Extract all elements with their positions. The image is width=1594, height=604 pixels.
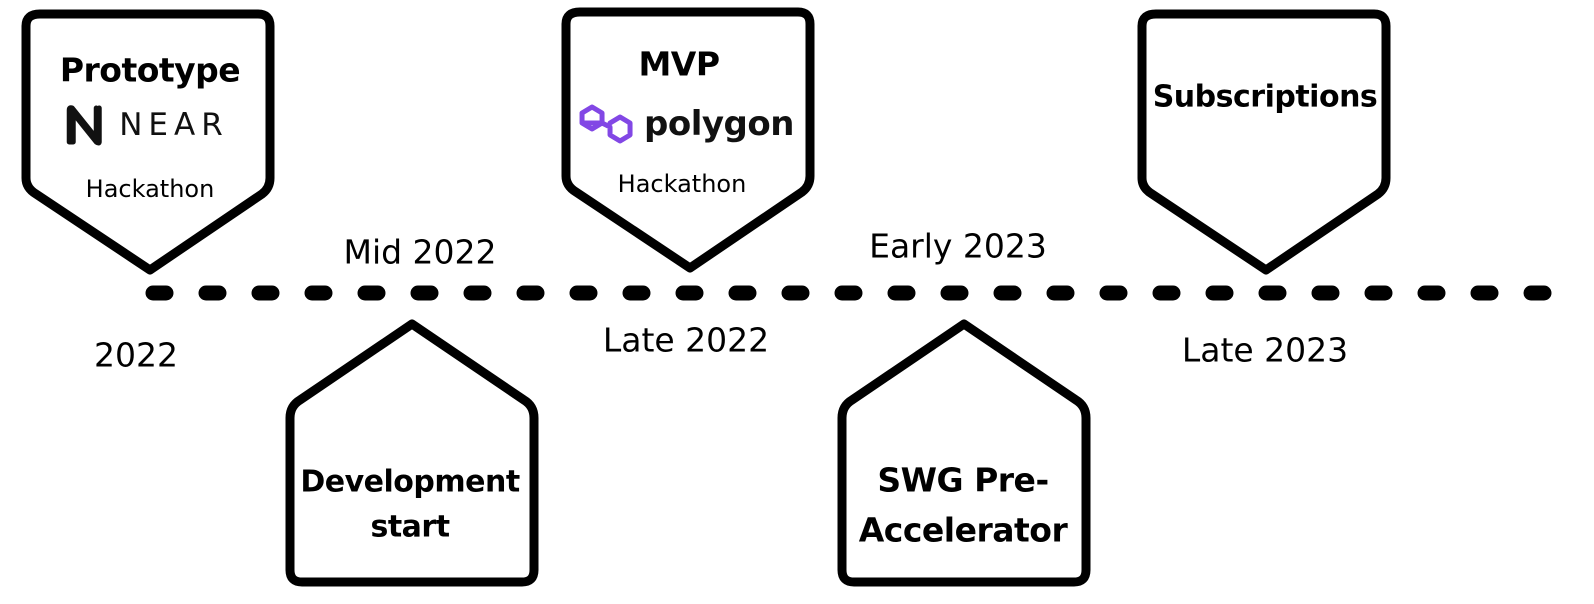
milestone-pentagon-development <box>285 319 539 587</box>
milestone-title-development-line1: Development <box>300 464 520 500</box>
milestone-subtitle-mvp: Hackathon <box>617 170 747 198</box>
milestone-pentagon-subscriptions <box>1137 9 1391 275</box>
milestone-title-prototype: Prototype <box>59 50 241 90</box>
milestone-date-late-2023: Late 2023 <box>1181 330 1349 370</box>
milestone-date-mid-2022: Mid 2022 <box>343 232 497 272</box>
near-logo-icon <box>66 105 102 146</box>
milestone-subtitle-prototype: Hackathon <box>85 175 215 203</box>
milestone-pentagon-prototype <box>21 9 275 275</box>
milestone-pentagon-mvp <box>561 7 815 273</box>
milestone-title-development-line2: start <box>370 509 450 545</box>
polygon-logo: polygon <box>578 101 794 147</box>
milestone-pentagon-swg <box>837 319 1091 587</box>
polygon-logo-text: polygon <box>644 104 794 144</box>
milestone-title-swg-line2: Accelerator <box>858 510 1068 550</box>
milestone-date-late-2022: Late 2022 <box>602 320 770 360</box>
milestone-title-subscriptions: Subscriptions <box>1152 79 1378 115</box>
milestone-title-mvp: MVP <box>638 44 720 84</box>
milestone-date-early-2023: Early 2023 <box>869 226 1047 266</box>
near-logo-text: NEAR <box>119 107 229 143</box>
milestone-title-swg-line1: SWG Pre- <box>877 460 1049 500</box>
polygon-logo-icon <box>579 104 633 144</box>
near-logo: NEAR <box>63 104 229 146</box>
milestone-date-2022: 2022 <box>94 335 178 375</box>
